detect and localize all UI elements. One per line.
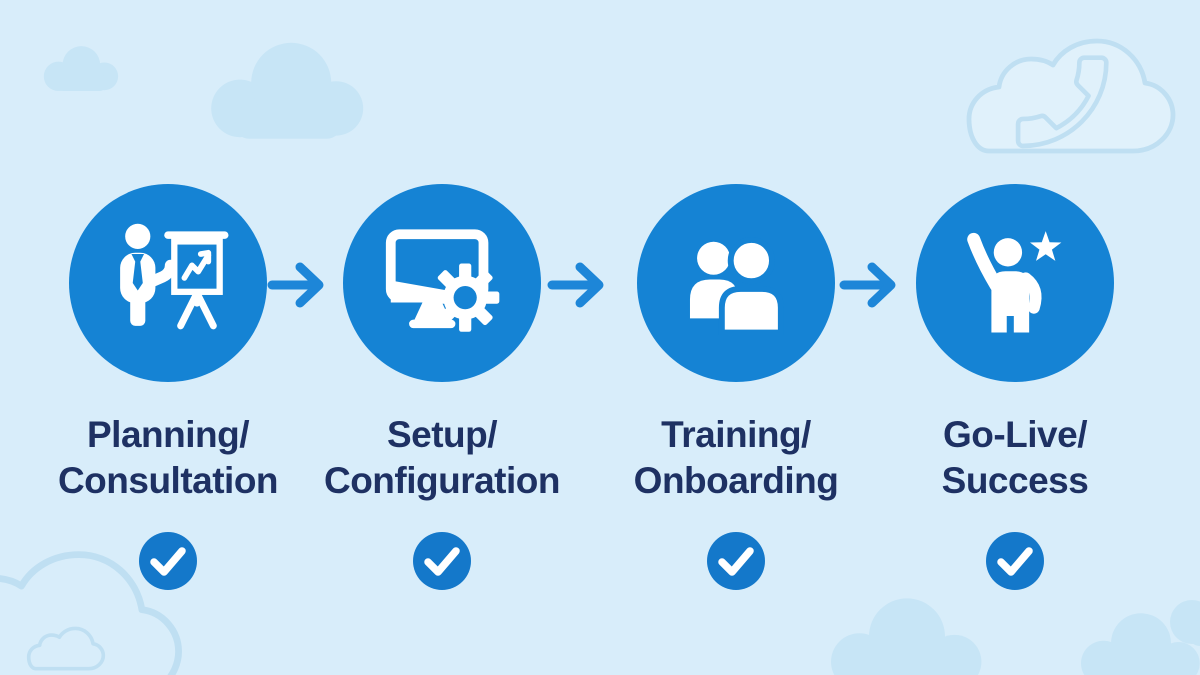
cloud-outline-icon [26, 626, 106, 671]
cloud-icon [831, 598, 982, 675]
step-planning: Planning/ Consultation [18, 184, 318, 590]
step-golive-check-badge [986, 532, 1044, 590]
step-training-circle [637, 184, 835, 382]
step-golive-label-line2: Success [941, 460, 1089, 501]
cloud-icon [43, 46, 119, 92]
step-golive-circle [916, 184, 1114, 382]
right-arrow-icon [267, 262, 324, 308]
checkmark-icon [150, 547, 186, 576]
step-training-label-line2: Onboarding [633, 460, 839, 501]
step-training-label-line1: Training/ [661, 414, 811, 455]
cloud-icon [211, 42, 364, 139]
step-setup-circle [343, 184, 541, 382]
step-setup: Setup/ Configuration [292, 184, 592, 590]
step-planning-label: Planning/ Consultation [57, 412, 279, 504]
step-setup-label-line2: Configuration [323, 460, 561, 501]
step-setup-label-line1: Setup/ [386, 414, 498, 455]
step-setup-check-badge [413, 532, 471, 590]
right-arrow-icon [547, 262, 604, 308]
step-planning-check-badge [139, 532, 197, 590]
gear-icon [431, 263, 500, 332]
step-planning-circle [69, 184, 267, 382]
step-training-check-badge [707, 532, 765, 590]
star-icon [1029, 231, 1062, 261]
checkmark-icon [718, 547, 754, 576]
step-setup-label: Setup/ Configuration [323, 412, 561, 504]
phone-handset-icon [1015, 55, 1109, 149]
step-golive: Go-Live/ Success [865, 184, 1165, 590]
team-icon [689, 236, 784, 336]
step-golive-label-line1: Go-Live/ [942, 414, 1088, 455]
step-planning-label-line1: Planning/ [87, 414, 250, 455]
step-training-label: Training/ Onboarding [634, 412, 839, 504]
presentation-icon [120, 223, 229, 330]
celebration-star-icon [967, 231, 1062, 333]
right-arrow-icon [839, 262, 896, 308]
cloud-icon [1081, 613, 1200, 675]
monitor-gear-icon [385, 229, 500, 332]
step-golive-label: Go-Live/ Success [942, 412, 1089, 504]
step-training: Training/ Onboarding [586, 184, 886, 590]
phone-cloud-icon [966, 38, 1176, 154]
step-planning-label-line2: Consultation [57, 460, 279, 501]
checkmark-icon [997, 547, 1033, 576]
checkmark-icon [424, 547, 460, 576]
